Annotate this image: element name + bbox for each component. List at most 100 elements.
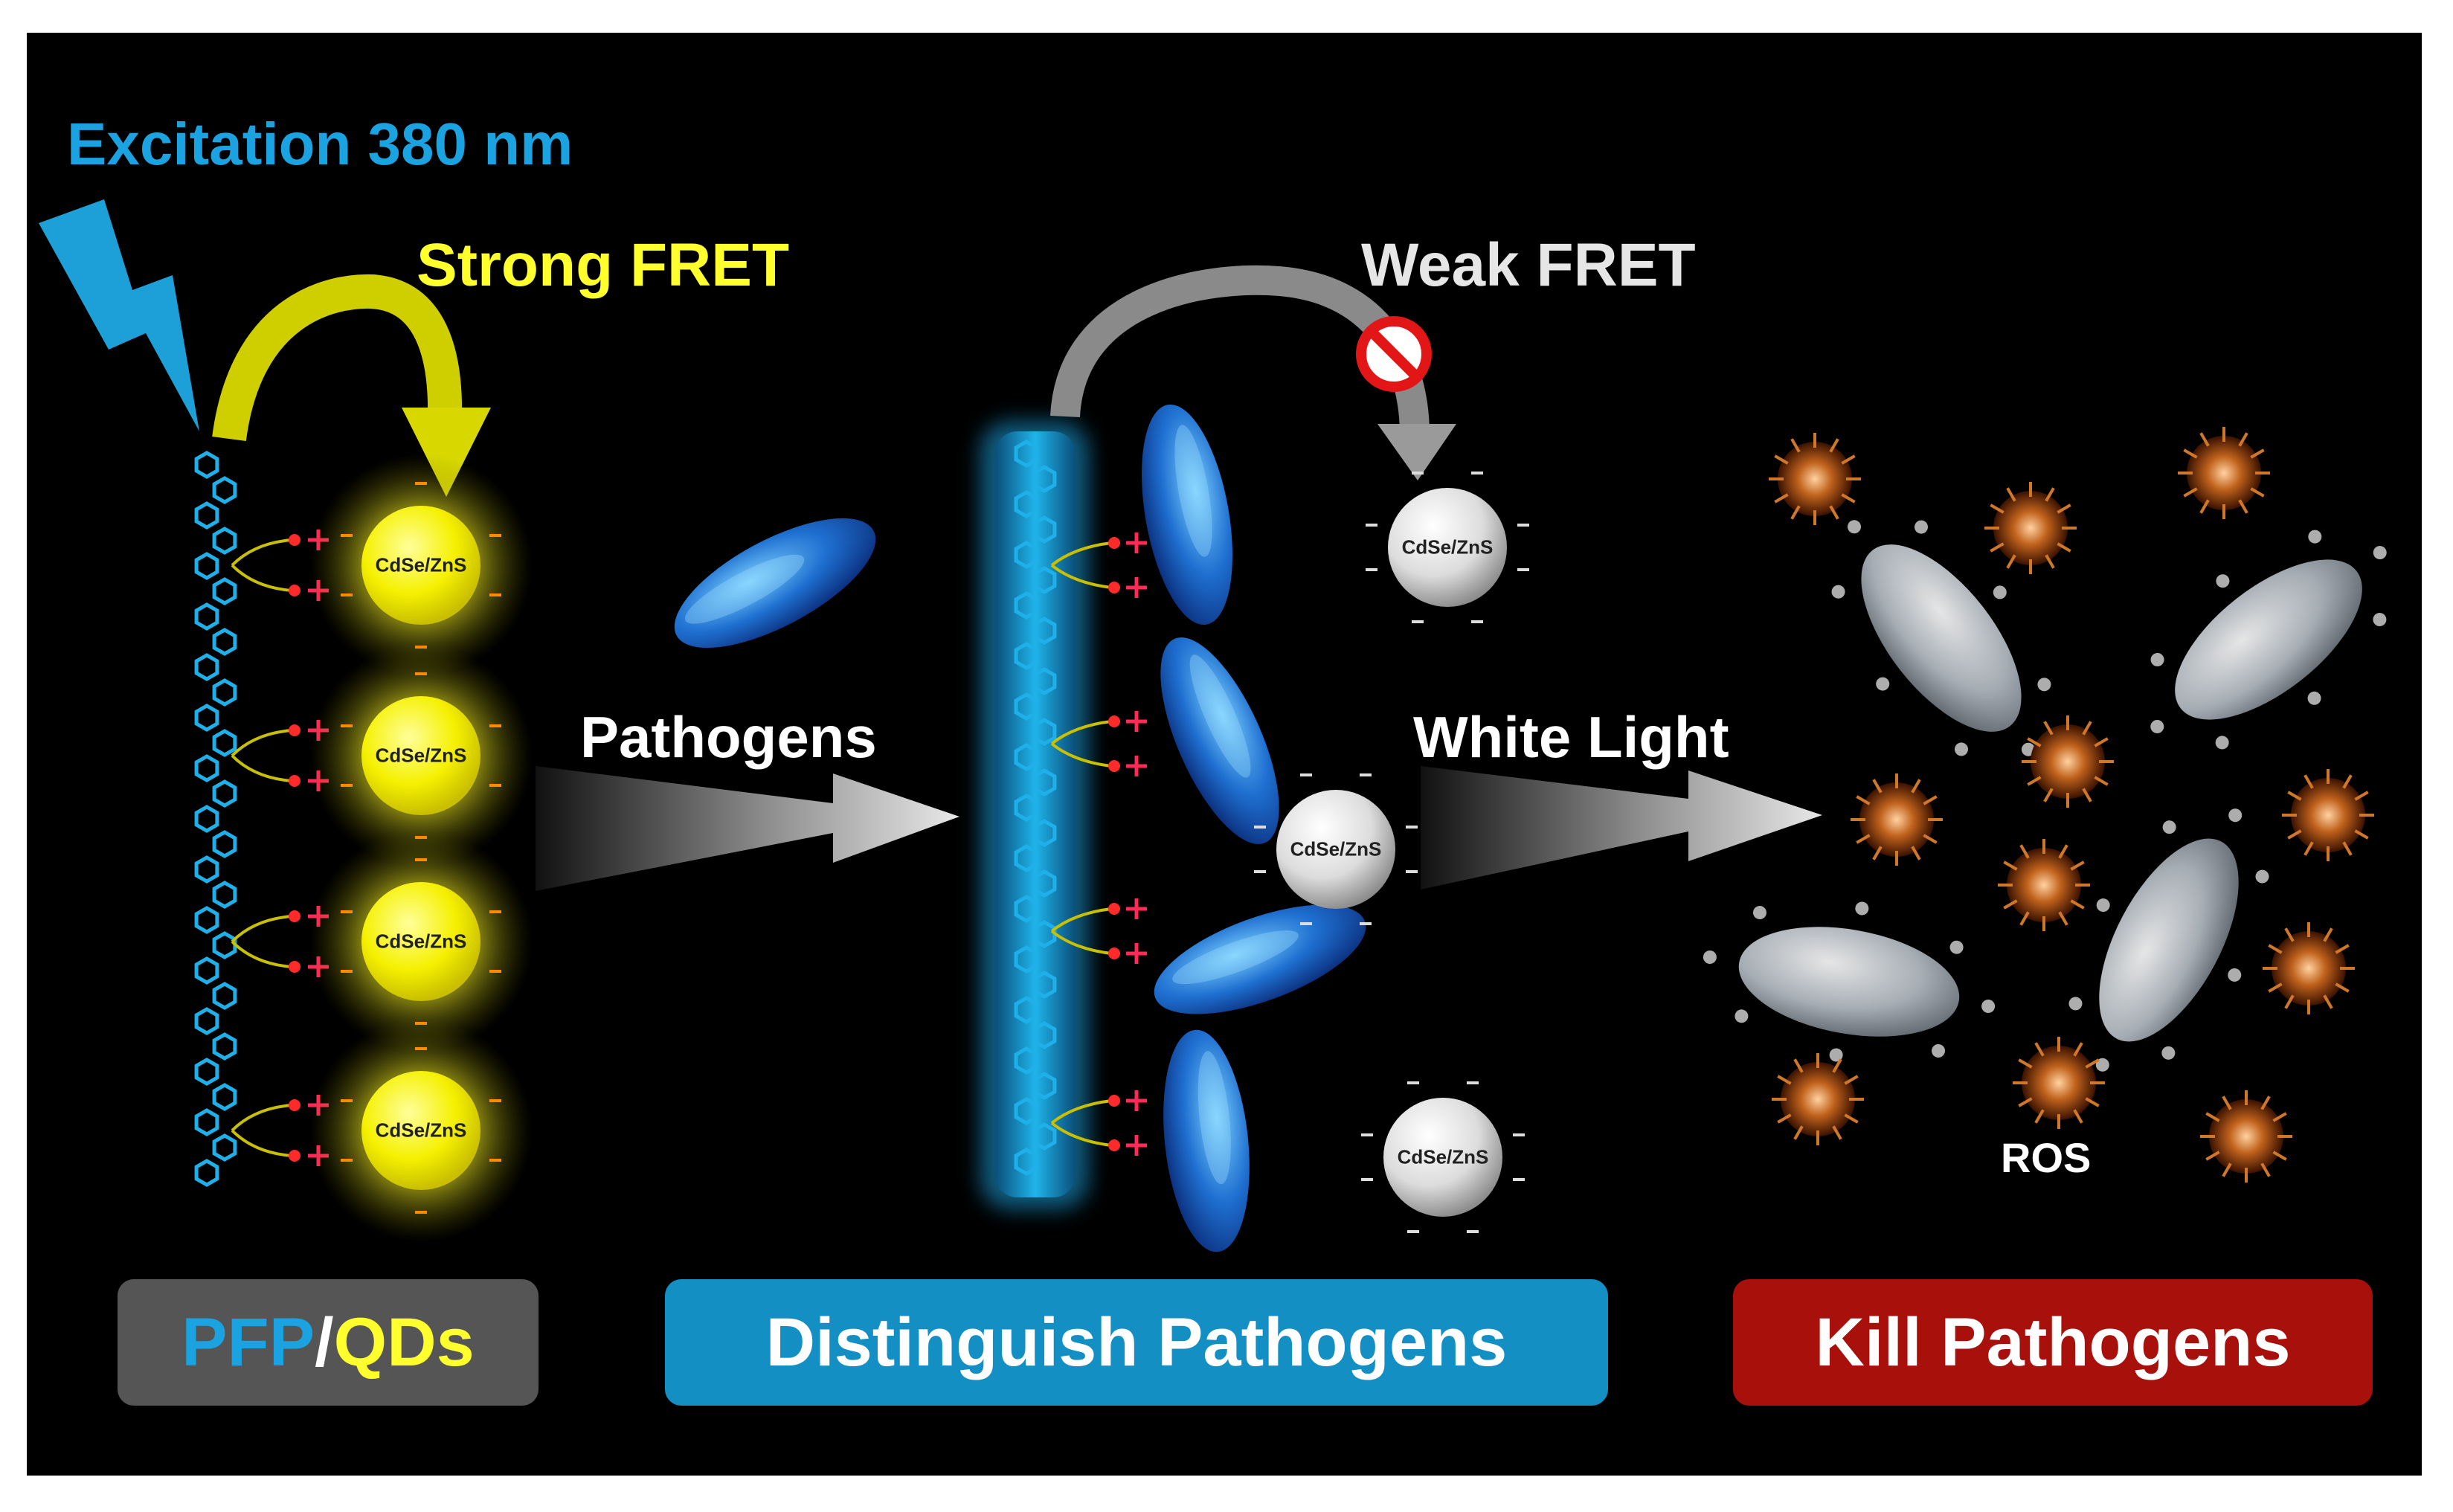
debris [1752, 906, 1766, 920]
ros-ray [1990, 504, 2004, 514]
polymer-hexagon [1032, 869, 1057, 898]
yellow-qd [361, 696, 480, 815]
side-chain [231, 538, 292, 567]
bound-bacterium [1163, 1029, 1250, 1252]
charge-dot [1108, 582, 1120, 593]
ros-ray [1841, 454, 1856, 465]
ros-ray [2199, 432, 2210, 447]
ros-ray [1844, 1075, 1859, 1085]
ros-ray [2045, 554, 2055, 569]
free-bacterium [674, 518, 876, 649]
polymer-hexagon [1014, 1097, 1039, 1125]
ros-ray [2003, 860, 2018, 871]
ros-ray [2272, 1151, 2287, 1161]
polymer-hexagon [194, 1058, 219, 1086]
charge-dot [289, 1150, 300, 1162]
ros-ray [2073, 1042, 2083, 1057]
ros-ray [2018, 1058, 2033, 1069]
ros-ray [1777, 1075, 1792, 1085]
white-qd [1276, 790, 1395, 909]
polymer-hexagon [1032, 667, 1057, 695]
polymer-hexagon [1032, 1021, 1057, 1049]
debris [2150, 719, 2164, 733]
strong-fret-arrowhead [402, 408, 491, 497]
side-chain [231, 729, 292, 757]
yellow-quantum-dots [309, 454, 533, 1242]
lightning-bolt-icon [39, 199, 199, 431]
ros-ray [2057, 542, 2071, 553]
polymer-hexagon [1014, 1148, 1039, 1176]
polymer-hexagon [1032, 971, 1057, 999]
polymer-hexagon [212, 1032, 237, 1061]
ros-particle [2007, 848, 2081, 922]
ros-ray [2003, 899, 2018, 910]
ros-ray [2058, 844, 2068, 859]
ros-ray [2070, 860, 2085, 871]
polymer-hexagon [194, 805, 219, 833]
ros-ray [1844, 1113, 1859, 1124]
debris [2373, 546, 2387, 560]
plus-sign [1126, 898, 1147, 964]
charge-dot [1108, 715, 1120, 727]
ros-ray [2006, 487, 2016, 502]
ros-ray [2045, 487, 2055, 502]
polymer-hexagon [194, 1007, 219, 1035]
polymer-hexagon [1014, 490, 1039, 518]
ros-ray [2284, 994, 2295, 1009]
polymer-hexagon [1014, 844, 1039, 872]
ros-ray [1832, 1125, 1842, 1140]
polymer-hexagon [1014, 945, 1039, 974]
qd-label: CdSe/ZnS [1397, 1145, 1489, 1168]
polymer-hexagon [212, 779, 237, 808]
polymer-hexagon [1032, 515, 1057, 544]
polymer-hexagon [1032, 718, 1057, 746]
charge-dot [289, 775, 300, 787]
pfp-text: PFP [181, 1304, 315, 1380]
ros-ray [1856, 834, 1871, 844]
ros-particle [2022, 1046, 2096, 1120]
ros-ray [1790, 438, 1801, 453]
pathogens-label: Pathogens [580, 704, 877, 770]
ros-ray [2342, 841, 2353, 856]
charge-dot [1108, 1139, 1120, 1151]
yellow-qd [361, 1071, 480, 1190]
ros-particle [2209, 1099, 2283, 1174]
ros-label: ROS [2001, 1134, 2092, 1181]
ros-ray [2284, 927, 2295, 942]
ros-ray [2335, 982, 2350, 993]
debris [1848, 520, 1862, 534]
ros-ray [1790, 505, 1801, 520]
polymer-hexagon [212, 1083, 237, 1111]
side-chain [1050, 1122, 1112, 1147]
qd-label: CdSe/ZnS [375, 930, 467, 953]
debris [2308, 530, 2322, 544]
polymer-hexagon [1014, 591, 1039, 620]
qd-label: CdSe/ZnS [1401, 535, 1494, 559]
ros-ray [2082, 788, 2092, 802]
side-chain [231, 1129, 292, 1157]
debris [1829, 1048, 1843, 1062]
ros-ray [2222, 1096, 2232, 1110]
polymer-hexagon [1032, 768, 1057, 797]
white-light-label: White Light [1413, 704, 1729, 770]
ros-ray [2222, 1162, 2232, 1177]
polymer-hexagon [1014, 642, 1039, 670]
weak-fret-label: Weak FRET [1361, 231, 1696, 299]
polymer-hexagon [212, 476, 237, 504]
kill-panel [1733, 1279, 2373, 1406]
ros-ray [2019, 844, 2030, 859]
polymer-hexagon [1014, 794, 1039, 822]
polymer-hexagon [212, 1133, 237, 1162]
debris [2150, 652, 2164, 666]
ros-particle [1993, 491, 2068, 565]
ros-ray [2082, 721, 2092, 736]
ros-ray [1832, 1058, 1842, 1073]
side-chain [1050, 1099, 1112, 1125]
polymer-hexagon [194, 704, 219, 732]
charge-dot [1108, 903, 1120, 915]
debris [1855, 901, 1869, 916]
ros-ray [2342, 774, 2353, 789]
polymer-hexagon [1032, 566, 1057, 594]
ros-ray [2085, 1058, 2100, 1069]
polymer-hexagon [194, 956, 219, 985]
